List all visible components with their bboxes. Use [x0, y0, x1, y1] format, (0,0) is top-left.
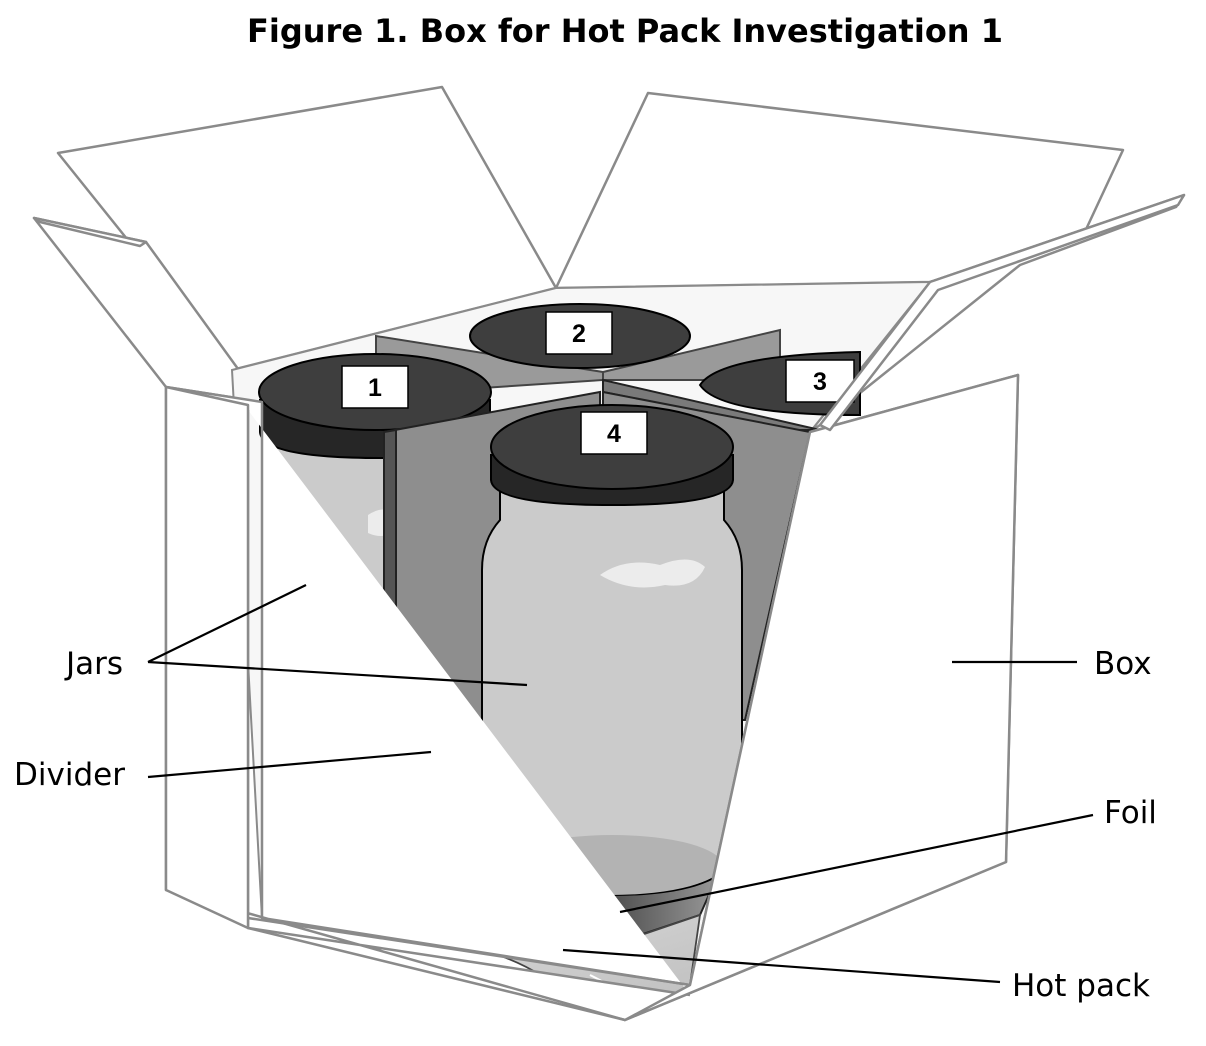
jar-4-number: 4: [607, 420, 621, 448]
label-hot-pack: Hot pack: [1012, 968, 1150, 1004]
label-foil: Foil: [1104, 795, 1157, 831]
label-jars: Jars: [64, 646, 123, 682]
figure-title: Figure 1. Box for Hot Pack Investigation…: [247, 12, 1003, 50]
label-box: Box: [1094, 646, 1152, 682]
jar-2-number: 2: [572, 320, 586, 348]
jar-2: 2: [470, 304, 690, 368]
jar-1-number: 1: [368, 374, 382, 402]
jar-3-number: 3: [813, 368, 827, 396]
label-divider: Divider: [14, 757, 125, 793]
